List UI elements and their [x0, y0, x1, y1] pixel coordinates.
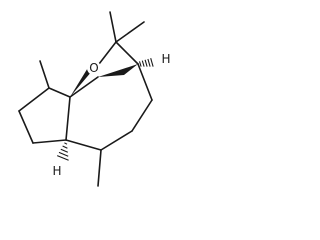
atom-oxygen: O: [87, 61, 101, 75]
cyclopentane-ring: [18, 87, 71, 144]
bond-o-cq: [98, 41, 117, 65]
bond-c2-c3: [18, 110, 34, 144]
bond-c8-c9: [100, 130, 133, 151]
wedge-ch2-c6: [98, 64, 138, 77]
wedge-c5-o: [70, 66, 92, 97]
bond-c3-c4: [32, 139, 67, 144]
bond-c1-c2: [18, 87, 50, 112]
hydrogen-label-bottom: H: [52, 164, 61, 178]
bond-cq-c6: [115, 41, 139, 65]
atom-hydrogen-bottom: H: [52, 164, 61, 178]
oxygen-label: O: [89, 61, 98, 75]
atom-hydrogen-top: H: [161, 52, 170, 66]
hash-c6-h-top: [138, 58, 154, 67]
oxolane-bridge: [70, 11, 145, 97]
hash-c10-h-bottom: [56, 142, 69, 161]
bond-c4-c5: [65, 96, 71, 141]
bond-c7-c8: [131, 99, 153, 132]
skeletal-formula: O H H: [18, 11, 171, 187]
cycloheptane-ring: [65, 63, 153, 151]
bond-c5-ch2: [69, 76, 99, 98]
bond-cq-methyl-b: [115, 21, 145, 43]
bond-c9-methyl: [97, 149, 102, 187]
bond-cq-methyl-a: [109, 11, 117, 43]
bond-c6-c7: [137, 63, 153, 101]
bond-c5-c1: [48, 87, 71, 98]
bond-c1-methyl: [39, 60, 50, 89]
hydrogen-label-top: H: [161, 52, 170, 66]
bond-c9-c10: [65, 139, 102, 151]
